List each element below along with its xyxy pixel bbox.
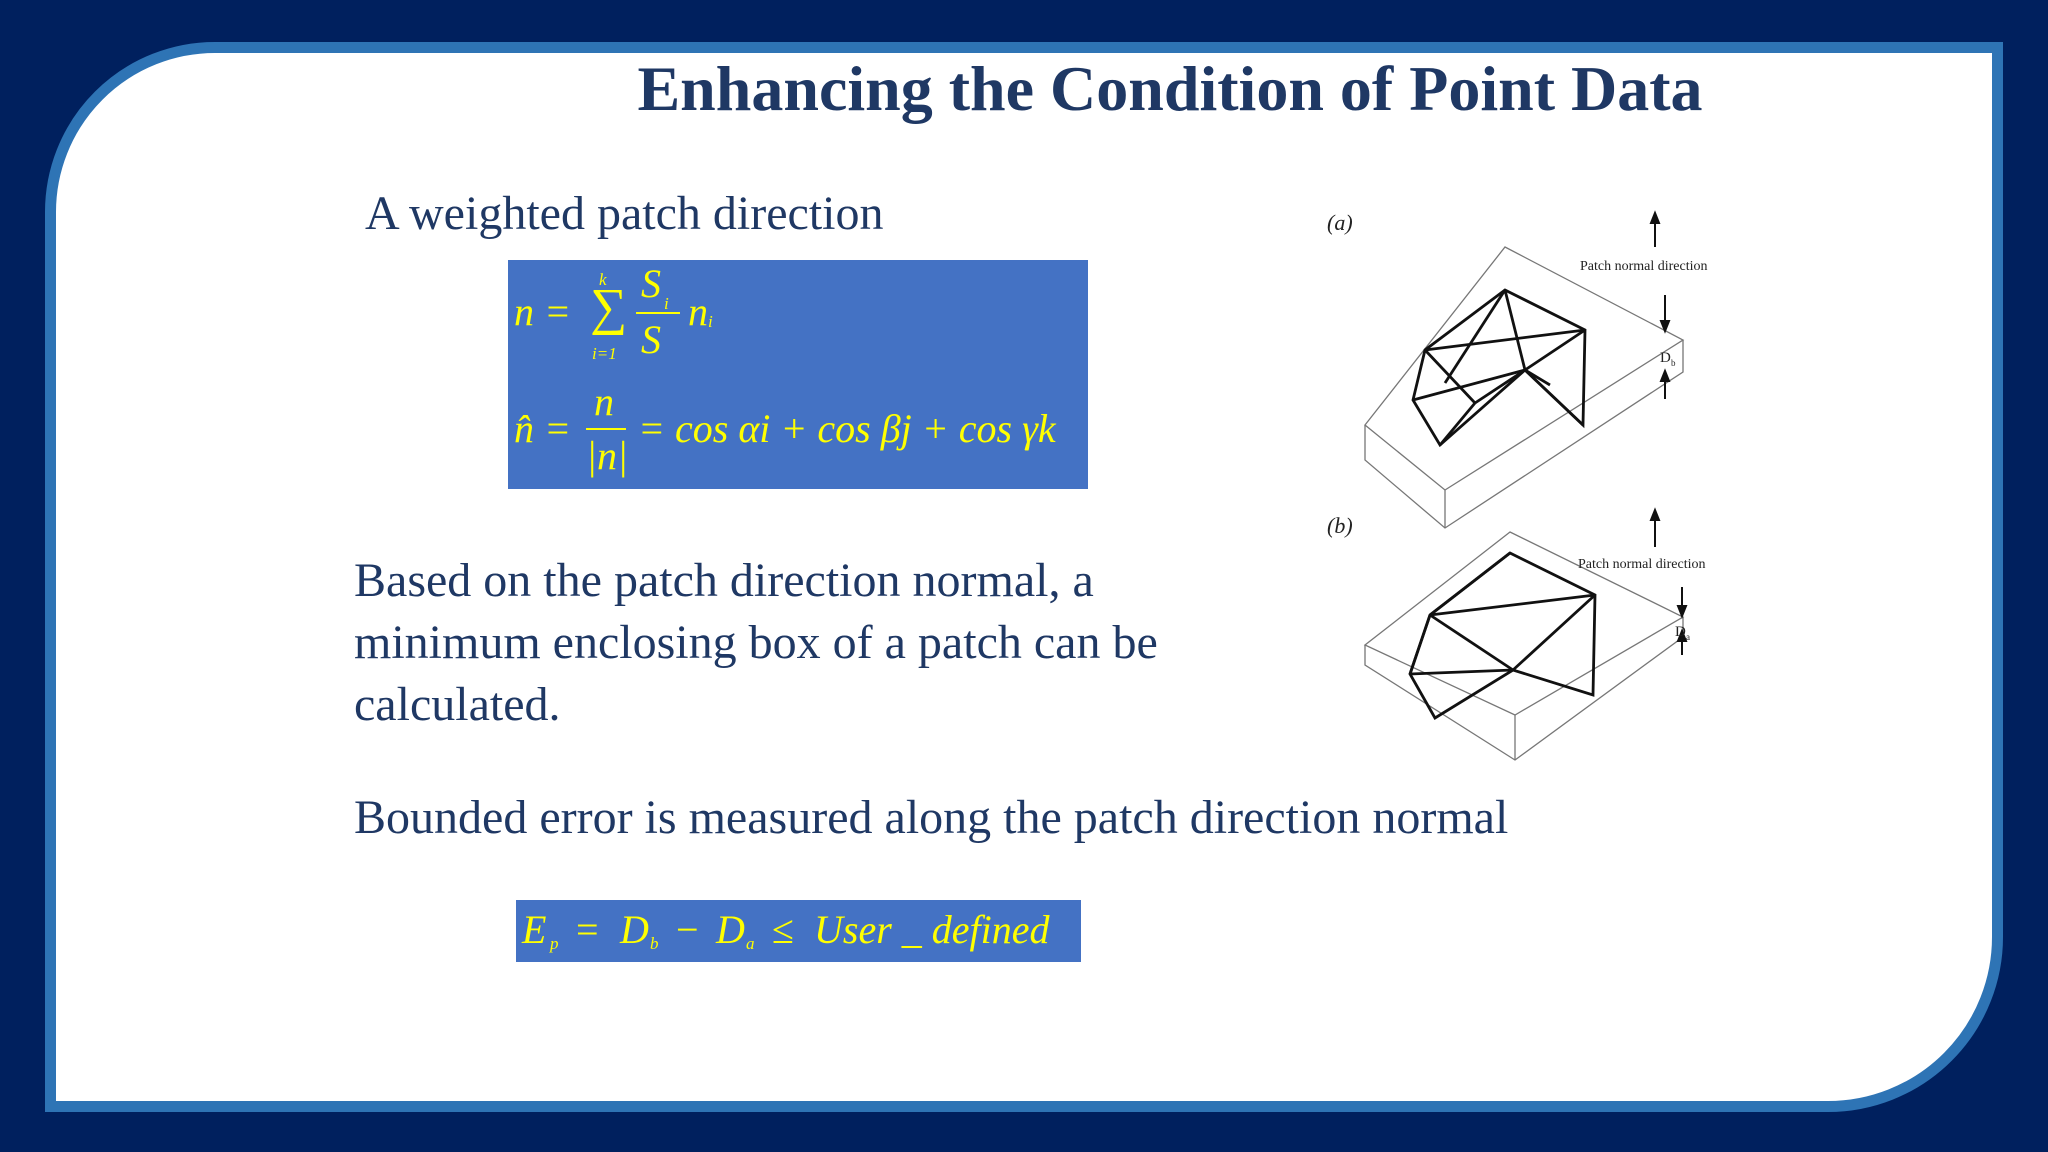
eq-sum-lower: i=1	[592, 344, 617, 363]
fraction-bar	[636, 312, 680, 314]
eq-error-lhs: E	[522, 907, 547, 952]
eq-sum-upper: k	[599, 270, 607, 289]
paragraph-box-calc: Based on the patch direction normal, a m…	[354, 554, 1158, 731]
paragraph-bounded-error: Bounded error is measured along the patc…	[354, 791, 1509, 844]
eq-error-db-sub: b	[650, 934, 659, 953]
eq-normal-term-sub: i	[708, 312, 713, 331]
eq-normal-term: n	[688, 289, 708, 334]
eq-error-rhs: User _ defined	[814, 907, 1050, 952]
figure-panel-b: (b) Patch normal direction D a	[1327, 507, 1706, 761]
eq-unit-denominator: |n|	[586, 433, 628, 478]
eq-unit-numerator: n	[594, 379, 614, 424]
dimension-arrows-b	[1676, 587, 1688, 655]
eq-normal-denominator: S	[641, 317, 661, 362]
enclosing-box-sides-b	[1364, 617, 1684, 761]
patch-diagram-figure: (a) Patch normal direction	[1327, 210, 1708, 761]
eq-error-da: D	[716, 907, 745, 952]
triangulated-patch-b	[1408, 551, 1597, 720]
panel-b-caption: Patch normal direction	[1578, 557, 1706, 572]
panel-b-dimension-label: D	[1675, 624, 1686, 640]
panel-a-label: (a)	[1327, 210, 1353, 235]
triangulated-patch-a	[1411, 288, 1587, 448]
eq-error-rel: ≤	[772, 907, 794, 952]
fraction-bar	[586, 428, 626, 430]
page-title: Enhancing the Condition of Point Data	[637, 53, 1703, 124]
equals-sign: =	[576, 907, 599, 952]
error-equation-box: E p = D b − D a ≤ User _ defined	[516, 900, 1081, 962]
eq-error-da-sub: a	[746, 934, 755, 953]
panel-a-dimension-label: D	[1660, 350, 1671, 366]
eq-normal-numerator: S	[641, 261, 661, 306]
sum-symbol: ∑	[590, 279, 628, 336]
eq-normal-lhs: n =	[514, 289, 571, 334]
dimension-arrows-a	[1659, 295, 1671, 399]
panel-a-dimension-sub: b	[1671, 358, 1676, 368]
normal-equation-box: n = k ∑ i=1 S i S n i n̂ = n |n| = cos α…	[508, 260, 1088, 489]
eq-error-db: D	[620, 907, 649, 952]
eq-unit-rhs: = cos αi + cos βj + cos γk	[638, 406, 1056, 451]
panel-b-dimension-sub: a	[1686, 632, 1690, 642]
panel-b-label: (b)	[1327, 513, 1353, 538]
normal-arrow-a	[1649, 210, 1661, 247]
section-heading: A weighted patch direction	[365, 187, 884, 240]
eq-error-minus: −	[676, 907, 699, 952]
panel-a-caption: Patch normal direction	[1580, 259, 1708, 274]
eq-normal-numerator-sub: i	[664, 294, 669, 313]
eq-error-lhs-sub: p	[550, 934, 559, 953]
normal-arrow-b	[1649, 507, 1661, 547]
eq-unit-lhs: n̂ =	[514, 406, 571, 451]
figure-panel-a: (a) Patch normal direction	[1327, 210, 1708, 529]
